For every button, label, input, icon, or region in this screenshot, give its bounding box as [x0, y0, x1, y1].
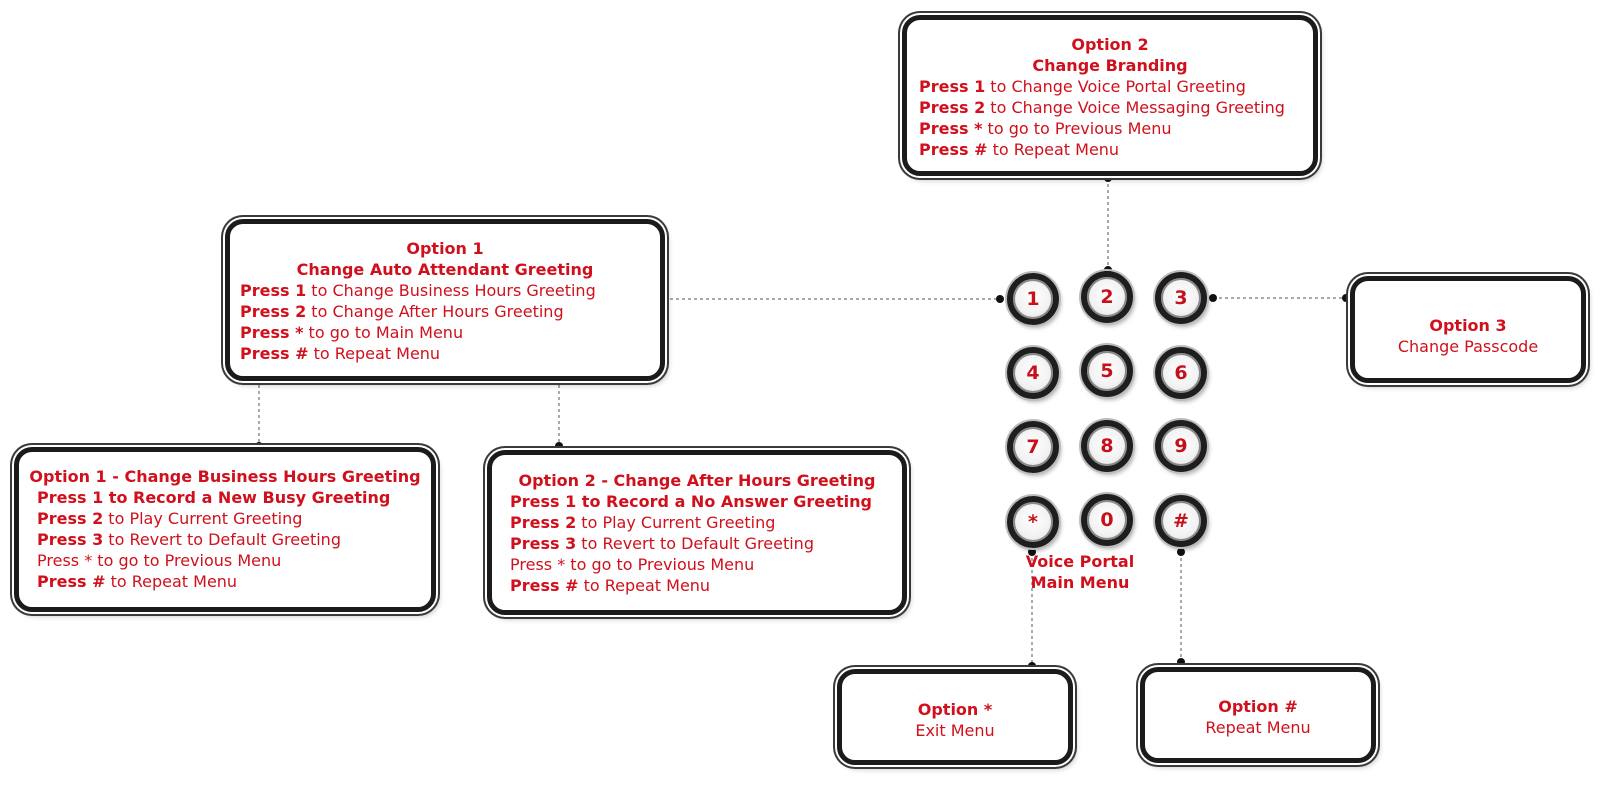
key-8[interactable]: 8 — [1081, 420, 1133, 472]
option1-line: Press 1 to Change Business Hours Greetin… — [240, 281, 596, 300]
option-star-title: Option * — [917, 700, 993, 719]
keypad-caption: Voice Portal Main Menu — [1020, 551, 1140, 593]
key-6[interactable]: 6 — [1155, 347, 1207, 399]
option-star-box: Option * Exit Menu — [837, 669, 1073, 765]
key-9[interactable]: 9 — [1155, 420, 1207, 472]
connector-dot — [1177, 548, 1185, 556]
key-3[interactable]: 3 — [1155, 272, 1207, 324]
key-hash[interactable]: # — [1155, 495, 1207, 547]
option2-box: Option 2 Change Branding Press 1 to Chan… — [902, 15, 1318, 176]
after-hours-line: Press # to Repeat Menu — [510, 576, 711, 595]
option3-title: Option 3 — [1429, 316, 1507, 335]
connector-dot — [555, 442, 563, 450]
connector-dot — [1209, 294, 1217, 302]
business-hours-line: Press # to Repeat Menu — [37, 572, 238, 591]
option2-line: Press 1 to Change Voice Portal Greeting — [919, 77, 1246, 96]
option2-line: Press * to go to Previous Menu — [919, 119, 1172, 138]
option1-line: Press * to go to Main Menu — [240, 323, 464, 342]
after-hours-title: Option 2 - Change After Hours Greeting — [518, 471, 876, 490]
option3-subtitle: Change Passcode — [1397, 337, 1539, 356]
option1-line: Press 2 to Change After Hours Greeting — [240, 302, 564, 321]
after-hours-box: Option 2 - Change After Hours Greeting P… — [487, 450, 907, 615]
after-hours-line: Press 1 to Record a No Answer Greeting — [510, 492, 872, 511]
option-hash-subtitle: Repeat Menu — [1205, 718, 1311, 737]
connector-dot — [1177, 658, 1185, 666]
option3-box: Option 3 Change Passcode — [1350, 276, 1586, 383]
connector-dot — [1104, 174, 1112, 182]
connector-dot — [1028, 548, 1036, 556]
option2-subtitle: Change Branding — [1032, 56, 1188, 75]
business-hours-line: Press 2 to Play Current Greeting — [37, 509, 303, 528]
after-hours-line: Press 2 to Play Current Greeting — [510, 513, 776, 532]
after-hours-line: Press * to go to Previous Menu — [510, 555, 755, 574]
option-star-subtitle: Exit Menu — [915, 721, 995, 740]
key-7[interactable]: 7 — [1007, 421, 1059, 473]
connector-dot — [1028, 662, 1036, 670]
key-0[interactable]: 0 — [1081, 494, 1133, 546]
option1-title: Option 1 — [406, 239, 484, 258]
business-hours-line: Press * to go to Previous Menu — [37, 551, 282, 570]
option2-line: Press 2 to Change Voice Messaging Greeti… — [919, 98, 1285, 117]
business-hours-line: Press 1 to Record a New Busy Greeting — [37, 488, 391, 507]
option1-line: Press # to Repeat Menu — [240, 344, 441, 363]
after-hours-line: Press 3 to Revert to Default Greeting — [510, 534, 814, 553]
option-hash-title: Option # — [1218, 697, 1298, 716]
keypad-caption-line1: Voice Portal — [1025, 552, 1135, 571]
option2-title: Option 2 — [1071, 35, 1149, 54]
option2-line: Press # to Repeat Menu — [919, 140, 1120, 159]
business-hours-box: Option 1 - Change Business Hours Greetin… — [14, 447, 436, 612]
keypad-caption-line2: Main Menu — [1030, 573, 1130, 592]
option1-box: Option 1 Change Auto Attendant Greeting … — [225, 219, 665, 381]
business-hours-title: Option 1 - Change Business Hours Greetin… — [29, 467, 421, 486]
key-5[interactable]: 5 — [1081, 345, 1133, 397]
option-hash-box: Option # Repeat Menu — [1140, 667, 1376, 763]
key-star[interactable]: * — [1007, 496, 1059, 548]
business-hours-line: Press 3 to Revert to Default Greeting — [37, 530, 341, 549]
key-1[interactable]: 1 — [1007, 273, 1059, 325]
connector-dot — [996, 295, 1004, 303]
option1-subtitle: Change Auto Attendant Greeting — [296, 260, 594, 279]
key-2[interactable]: 2 — [1081, 271, 1133, 323]
connector-dot — [1342, 294, 1350, 302]
key-4[interactable]: 4 — [1007, 347, 1059, 399]
